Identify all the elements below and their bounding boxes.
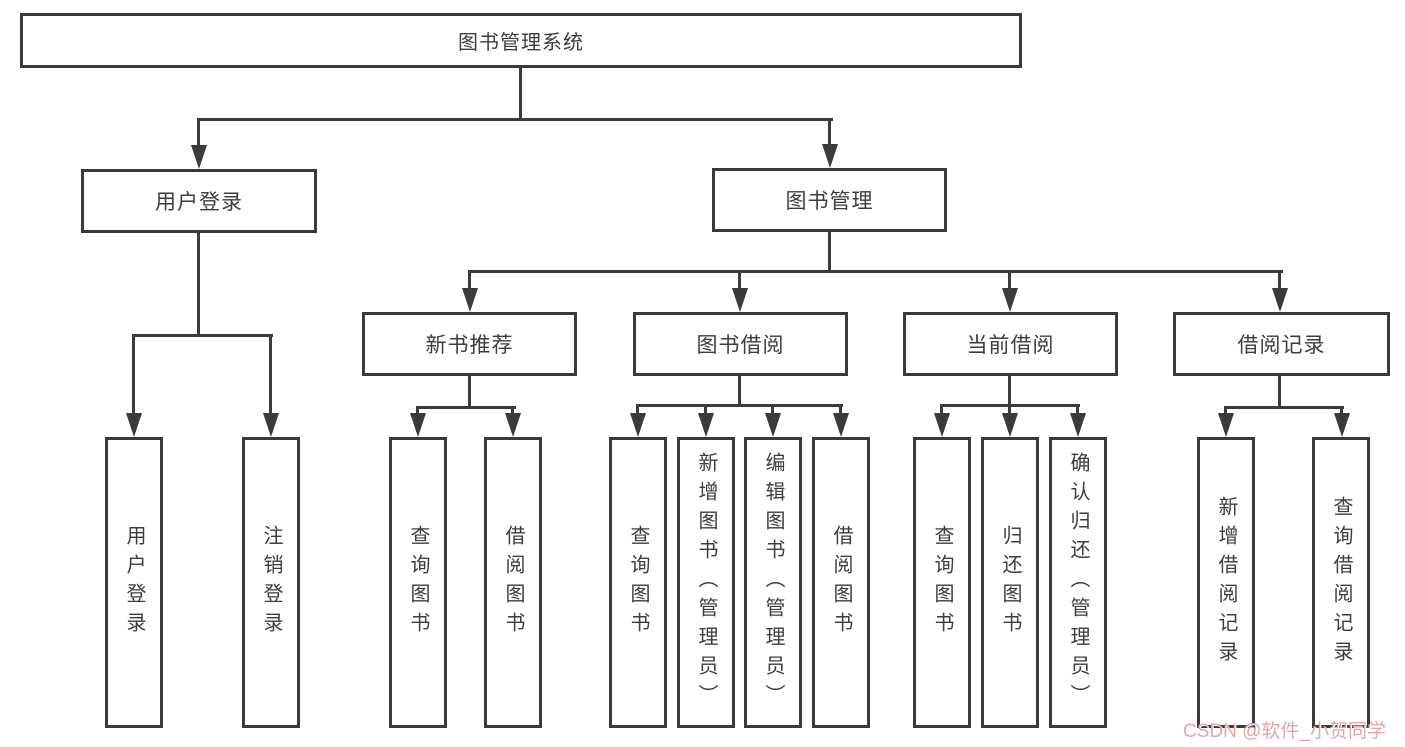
connector-drop	[940, 404, 943, 416]
connector-borrowrecord-bar	[1224, 406, 1344, 409]
connector-drop	[1008, 270, 1011, 290]
connector-drop	[738, 270, 741, 290]
connector-drop	[1224, 406, 1227, 416]
connector-currentborrow-stem	[1008, 376, 1011, 407]
connector-drop	[269, 334, 272, 414]
leaf-confirm-return-admin: 确认归还（管理员）	[1049, 437, 1107, 728]
arrowhead	[833, 413, 849, 437]
arrowhead	[1070, 413, 1086, 437]
leaf-borrow-book-2: 借阅图书	[812, 437, 870, 728]
arrowhead	[410, 413, 426, 437]
node-label: 查询图书	[407, 524, 429, 641]
leaf-query-book-2: 查询图书	[609, 437, 667, 728]
connector-borrowrecord-stem	[1278, 376, 1281, 408]
node-label: 借阅记录	[1237, 334, 1326, 357]
connector-drop	[1008, 404, 1011, 416]
connector-bookborrow-stem	[738, 376, 741, 407]
node-label: 注销登录	[260, 524, 282, 641]
node-label: 借阅图书	[502, 524, 524, 641]
connector-drop	[197, 118, 200, 148]
connector-newbook-stem	[468, 376, 471, 408]
connector-drop	[839, 404, 842, 416]
connector-drop	[1076, 404, 1079, 416]
leaf-borrow-book-1: 借阅图书	[484, 437, 542, 728]
connector-userlogin-stem	[197, 233, 200, 337]
node-label: 借阅图书	[830, 524, 852, 641]
connector-drop	[511, 406, 514, 416]
connector-level2-bar	[197, 118, 833, 121]
arrowhead	[1002, 288, 1018, 312]
arrowhead	[1002, 413, 1018, 437]
leaf-query-borrow-record: 查询借阅记录	[1312, 437, 1370, 728]
csdn-watermark: CSDN @软件_小贺同学	[1183, 721, 1386, 742]
node-label: 当前借阅	[966, 334, 1055, 357]
connector-drop	[1278, 270, 1281, 290]
arrowhead	[462, 288, 478, 312]
connector-root-stem	[519, 68, 522, 120]
arrowhead	[765, 413, 781, 437]
connector-drop	[771, 404, 774, 416]
arrowhead	[505, 413, 521, 437]
arrowhead	[126, 413, 142, 437]
node-new-book-recommend: 新书推荐	[362, 312, 577, 376]
node-label: 新增借阅记录	[1215, 495, 1237, 670]
arrowhead	[1218, 413, 1234, 437]
node-label: 查询图书	[931, 524, 953, 641]
leaf-add-borrow-record: 新增借阅记录	[1197, 437, 1255, 728]
node-borrow-record: 借阅记录	[1173, 312, 1390, 376]
node-label: 图书管理	[785, 190, 874, 213]
connector-bookmgmt-stem	[828, 232, 831, 272]
connector-bookborrow-bar	[636, 404, 843, 407]
connector-newbook-bar	[416, 406, 516, 409]
arrowhead	[263, 413, 279, 437]
leaf-edit-book-admin: 编辑图书（管理员）	[744, 437, 802, 728]
node-label: 编辑图书（管理员）	[762, 452, 784, 713]
arrowhead	[934, 413, 950, 437]
node-book-management: 图书管理	[712, 168, 947, 232]
connector-drop	[704, 404, 707, 416]
connector-level3-bar	[468, 270, 1283, 273]
arrowhead	[698, 413, 714, 437]
connector-drop	[636, 404, 639, 416]
node-label: 新增图书（管理员）	[695, 452, 717, 713]
leaf-logout: 注销登录	[242, 437, 300, 728]
leaf-return-book: 归还图书	[981, 437, 1039, 728]
connector-drop	[1340, 406, 1343, 416]
arrowhead	[1334, 413, 1350, 437]
connector-drop	[132, 334, 135, 414]
leaf-user-login: 用户登录	[105, 437, 163, 728]
leaf-add-book-admin: 新增图书（管理员）	[677, 437, 735, 728]
node-label: 查询图书	[627, 524, 649, 641]
node-label: 用户登录	[155, 191, 243, 214]
arrowhead	[630, 413, 646, 437]
connector-drop	[828, 118, 831, 148]
leaf-query-book-3: 查询图书	[913, 437, 971, 728]
node-label: 图书借阅	[696, 334, 785, 357]
connector-drop	[416, 406, 419, 416]
arrowhead	[191, 145, 207, 169]
arrowhead	[732, 288, 748, 312]
leaf-query-book-1: 查询图书	[389, 437, 447, 728]
node-book-borrow: 图书借阅	[633, 312, 848, 376]
connector-userlogin-bar	[132, 334, 273, 337]
node-label: 新书推荐	[425, 334, 514, 357]
node-user-login: 用户登录	[81, 169, 317, 233]
connector-drop	[468, 270, 471, 290]
node-label: 归还图书	[999, 524, 1021, 641]
node-label: 查询借阅记录	[1330, 495, 1352, 670]
node-label: 用户登录	[123, 524, 145, 641]
arrowhead	[1272, 288, 1288, 312]
arrowhead	[822, 144, 838, 168]
node-library-management-system: 图书管理系统	[20, 13, 1022, 68]
node-label: 确认归还（管理员）	[1067, 452, 1089, 713]
node-current-borrow: 当前借阅	[903, 312, 1118, 376]
node-label: 图书管理系统	[458, 32, 584, 54]
